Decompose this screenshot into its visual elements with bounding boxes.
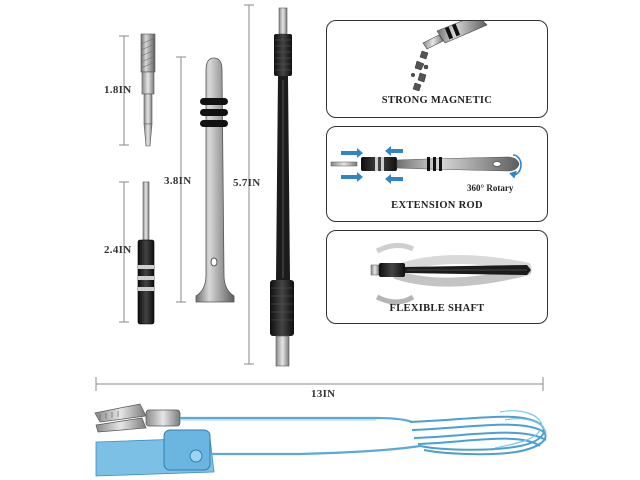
flexible-shaft-icon (370, 243, 532, 305)
magnetic-illustration (410, 21, 488, 92)
magnetic-screwdriver-icon (422, 21, 488, 50)
panel-strong-magnetic: STRONG MAGNETIC (326, 20, 548, 118)
magnetized-screws-icon (410, 50, 429, 92)
strap-length-label: 13IN (311, 388, 336, 400)
rotary-arrow-icon (509, 154, 522, 179)
bit-length-label: 1.8IN (104, 84, 132, 96)
panel-extension-rod: 360° Rotary EXTENSION ROD (326, 126, 548, 222)
flexible-shaft-illustration (370, 243, 532, 305)
bit-dimension-line (119, 35, 129, 146)
flexible-shaft-caption: FLEXIBLE SHAFT (389, 303, 485, 314)
extension-bit-dimension-line (119, 181, 129, 323)
flexible-shaft-tool (270, 7, 294, 367)
shaft-dimension-line (244, 4, 254, 365)
extension-rod-illustration (330, 146, 522, 184)
shaft-length-label: 5.7IN (233, 177, 261, 189)
strap-dimension-line (95, 377, 544, 391)
screwdriver-handle (195, 57, 235, 303)
bit-tool (140, 33, 156, 147)
strong-magnetic-caption: STRONG MAGNETIC (381, 95, 493, 106)
handle-dimension-line (176, 56, 186, 303)
wrist-strap (94, 403, 547, 477)
extension-rod-caption: EXTENSION ROD (391, 200, 483, 211)
extension-bit-length-label: 2.4IN (104, 244, 132, 256)
rotary-label: 360° Rotary (467, 183, 513, 193)
extension-bit-tool (137, 181, 155, 325)
rotary-text: Rotary (486, 183, 514, 193)
handle-length-label: 3.8IN (164, 175, 192, 187)
insert-arrows-icon (341, 146, 403, 184)
rotary-degrees: 360° (467, 183, 485, 193)
panel-flexible-shaft: FLEXIBLE SHAFT (326, 230, 548, 324)
extension-rod-icon (330, 156, 520, 172)
